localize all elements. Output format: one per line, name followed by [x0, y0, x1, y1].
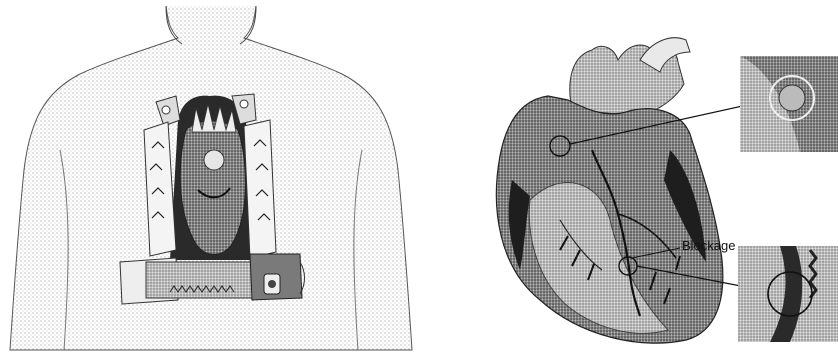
upper-inset — [740, 56, 838, 152]
device-band — [120, 254, 305, 304]
torso-illustration — [10, 6, 412, 350]
blockage-label: Blockage — [682, 238, 735, 253]
lower-inset — [738, 246, 838, 342]
heart-illustration — [496, 38, 772, 343]
